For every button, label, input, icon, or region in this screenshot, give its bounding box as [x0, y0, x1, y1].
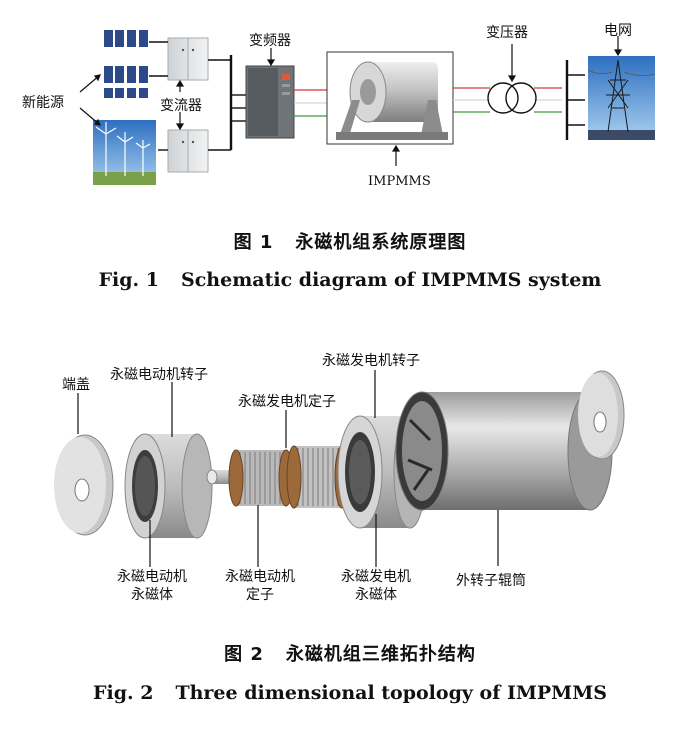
- label-motor-stator-line2: 定子: [246, 587, 274, 603]
- label-outer-drum: 外转子辊筒: [456, 573, 526, 589]
- transformer-symbol: [487, 82, 537, 114]
- wind-farm-image: [93, 120, 156, 185]
- grid-arrow: [613, 36, 623, 57]
- outer-rotor-drum-part: [395, 391, 613, 511]
- figure2-caption-en-text: Three dimensional topology of IMPMMS: [175, 682, 607, 704]
- figure1-caption-en-number: Fig. 1: [98, 269, 160, 291]
- label-generator-magnet: 永磁发电机 永磁体: [326, 568, 426, 604]
- converter-cabinet-bottom: [167, 129, 209, 173]
- label-impmms: IMPMMS: [368, 174, 431, 189]
- label-inverter: 变频器: [249, 33, 291, 49]
- label-motor-magnet-line2: 永磁体: [131, 587, 173, 603]
- figure2-caption-cn-number: 图 2: [224, 644, 264, 665]
- label-grid: 电网: [604, 23, 632, 39]
- label-generator-stator: 永磁发电机定子: [238, 394, 336, 410]
- fig2-leader-lines: [77, 370, 499, 567]
- impmms-arrow: [391, 144, 401, 166]
- bus-taps: [231, 94, 246, 122]
- label-motor-stator: 永磁电动机 定子: [210, 568, 310, 604]
- figure2-caption-en-number: Fig. 2: [93, 682, 154, 704]
- label-motor-magnet: 永磁电动机 永磁体: [102, 568, 202, 604]
- figure1-caption-cn-text: 永磁机组系统原理图: [295, 232, 467, 253]
- figure1-caption-en: Fig. 1 Schematic diagram of IMPMMS system: [0, 269, 700, 291]
- figure1-caption-cn: 图 1 永磁机组系统原理图: [0, 228, 700, 254]
- label-end-cover: 端盖: [62, 377, 90, 393]
- figure2-caption-cn: 图 2 永磁机组三维拓扑结构: [0, 640, 700, 666]
- motor-rotor-part: [124, 433, 213, 539]
- solar-panel-top: ...: [104, 30, 148, 47]
- figure1-caption-cn-number: 图 1: [233, 232, 274, 253]
- end-cover-right-part: [578, 370, 625, 460]
- power-lines-left: [294, 89, 327, 117]
- power-grid-image: [587, 56, 656, 140]
- transformer-arrow: [507, 44, 517, 83]
- label-converter: 变流器: [160, 98, 202, 114]
- converter-cabinet-top: [167, 37, 209, 81]
- solar-panel-bottom: [104, 66, 148, 98]
- figure1-caption-en-text: Schematic diagram of IMPMMS system: [181, 269, 602, 291]
- label-generator-rotor: 永磁发电机转子: [322, 353, 420, 369]
- converter-arrows: [175, 79, 185, 131]
- label-motor-stator-line1: 永磁电动机: [225, 569, 295, 585]
- figure2-caption-en: Fig. 2 Three dimensional topology of IMPM…: [0, 682, 700, 704]
- label-new-energy: 新能源: [22, 95, 64, 111]
- svg-text:...: ...: [116, 40, 122, 47]
- inverter-cabinet: [245, 65, 295, 139]
- label-generator-magnet-line1: 永磁发电机: [341, 569, 411, 585]
- motor-stator-part: [228, 449, 294, 507]
- power-lines-right: [453, 87, 562, 113]
- label-generator-magnet-line2: 永磁体: [355, 587, 397, 603]
- inverter-arrow: [266, 48, 276, 67]
- impmms-machine: [326, 51, 454, 145]
- new-energy-arrows: [79, 74, 101, 126]
- label-motor-magnet-line1: 永磁电动机: [117, 569, 187, 585]
- grid-taps: [567, 74, 585, 126]
- label-transformer: 变压器: [486, 25, 528, 41]
- label-motor-rotor: 永磁电动机转子: [110, 367, 208, 383]
- figure2-caption-cn-text: 永磁机组三维拓扑结构: [285, 644, 476, 665]
- end-cover-part: [54, 434, 114, 536]
